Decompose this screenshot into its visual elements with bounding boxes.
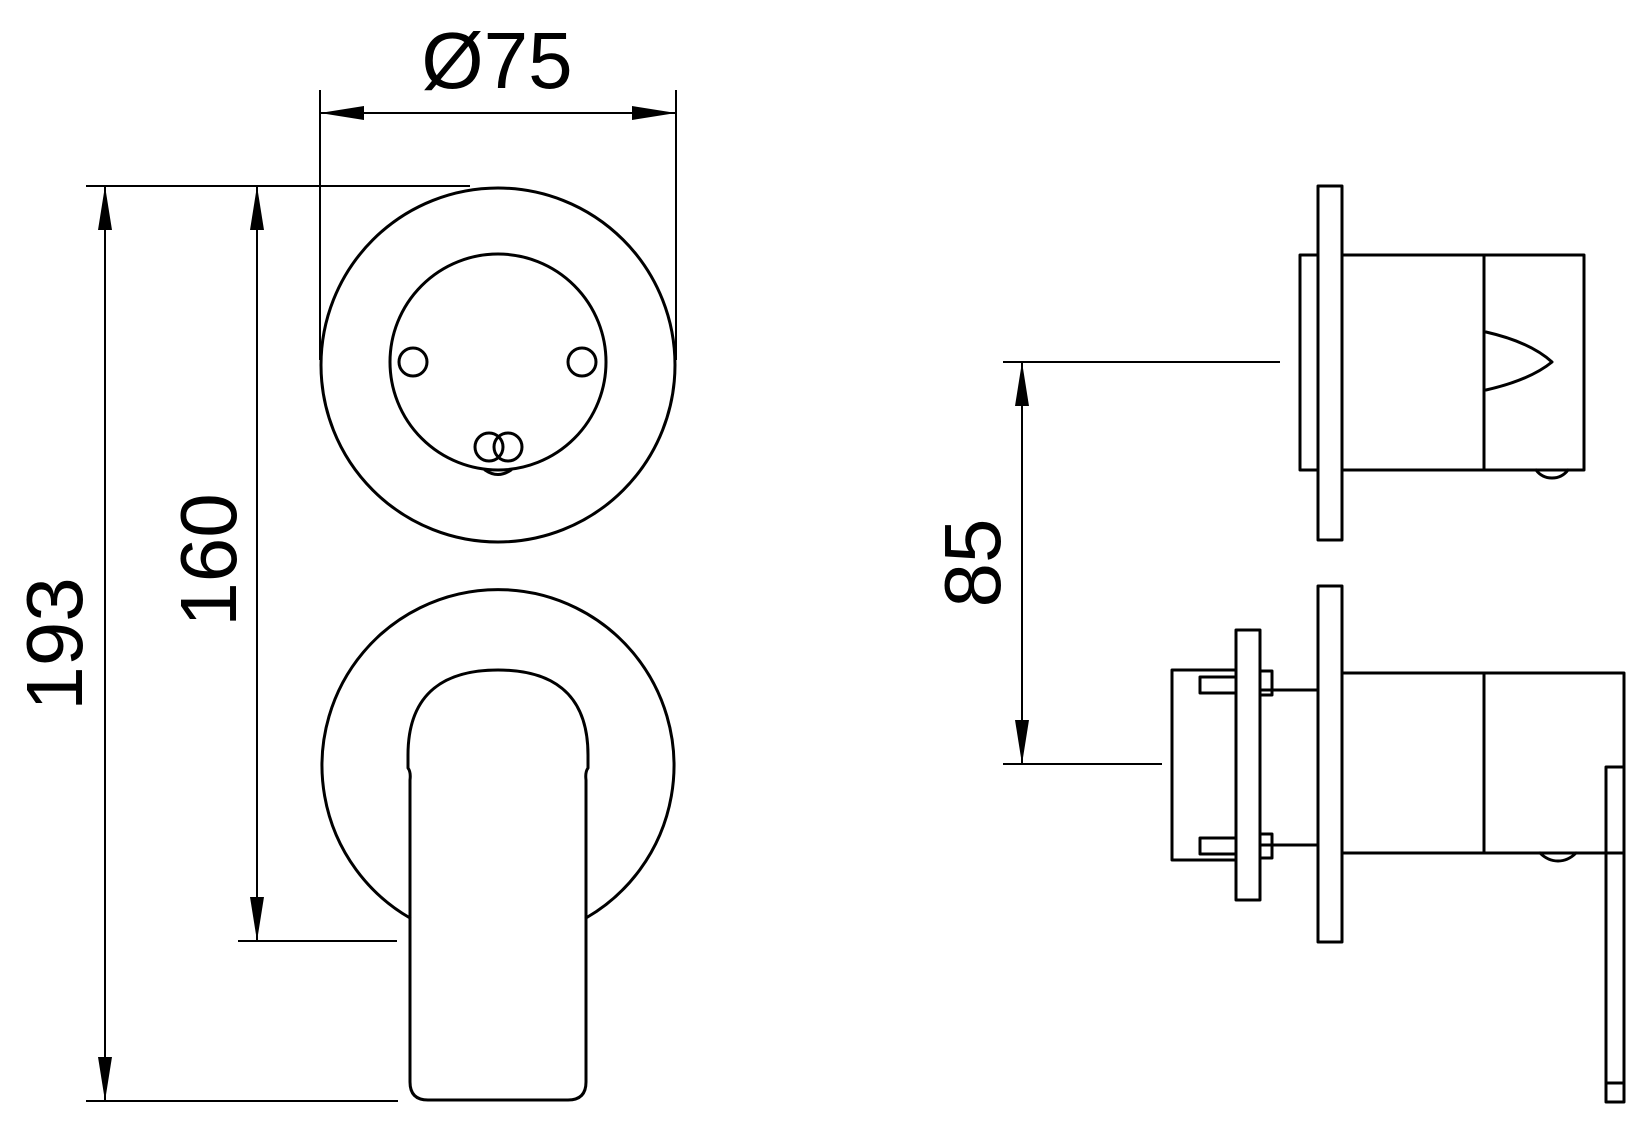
- indicator-ring-right: [492, 431, 524, 463]
- overall-height-arrow-bottom: [98, 1057, 112, 1101]
- plate-height-label: 160: [164, 493, 253, 626]
- overall-height-label: 193: [10, 577, 99, 710]
- indicator-ring-left: [473, 431, 505, 463]
- front-view: [319, 186, 677, 1102]
- lower-wall-plate: [1316, 584, 1344, 944]
- lower-knob-nub: [1538, 851, 1578, 863]
- diameter-arrow-left: [320, 106, 364, 120]
- indicator-tip: [483, 468, 513, 476]
- stud-nut-bottom: [1258, 832, 1274, 860]
- upper-trim-plate: [319, 186, 677, 544]
- lever-side-profile: [1604, 765, 1626, 1104]
- screw-hole-left: [397, 346, 429, 378]
- upper-body: [1340, 253, 1486, 472]
- mounting-stud-top: [1198, 675, 1238, 695]
- overall-height-arrow-top: [98, 186, 112, 230]
- axis-spacing-arrow-bottom: [1015, 720, 1029, 764]
- plate-height-arrow-top: [250, 186, 264, 230]
- plate-height-arrow-bottom: [250, 897, 264, 941]
- lower-body: [1340, 671, 1486, 855]
- upper-wall-plate: [1316, 184, 1344, 542]
- screw-hole-right: [566, 346, 598, 378]
- upper-knob-nub: [1534, 468, 1570, 480]
- upper-escutcheon-flange: [1298, 253, 1320, 472]
- diameter-label: Ø75: [421, 16, 572, 105]
- valve-mounting-flange: [1234, 628, 1262, 902]
- axis-spacing-arrow-top: [1015, 362, 1029, 406]
- diameter-arrow-right: [632, 106, 676, 120]
- axis-spacing-label: 85: [928, 519, 1017, 608]
- stud-nut-top: [1258, 669, 1274, 697]
- upper-knob-indicator: [1484, 330, 1554, 392]
- side-view-upper: [1298, 184, 1586, 542]
- lever-handle: [406, 668, 590, 1102]
- side-view-lower: [1170, 584, 1626, 1104]
- mounting-stud-bottom: [1198, 836, 1238, 856]
- upper-knob: [1482, 253, 1586, 472]
- lower-trim-plate: [320, 588, 676, 920]
- front-dimensions: Ø75 193 160: [10, 16, 677, 1102]
- upper-inner-disc: [388, 252, 608, 472]
- valve-cartridge-block: [1170, 668, 1238, 862]
- lower-knob: [1482, 671, 1626, 855]
- side-dimensions: 85: [928, 361, 1280, 765]
